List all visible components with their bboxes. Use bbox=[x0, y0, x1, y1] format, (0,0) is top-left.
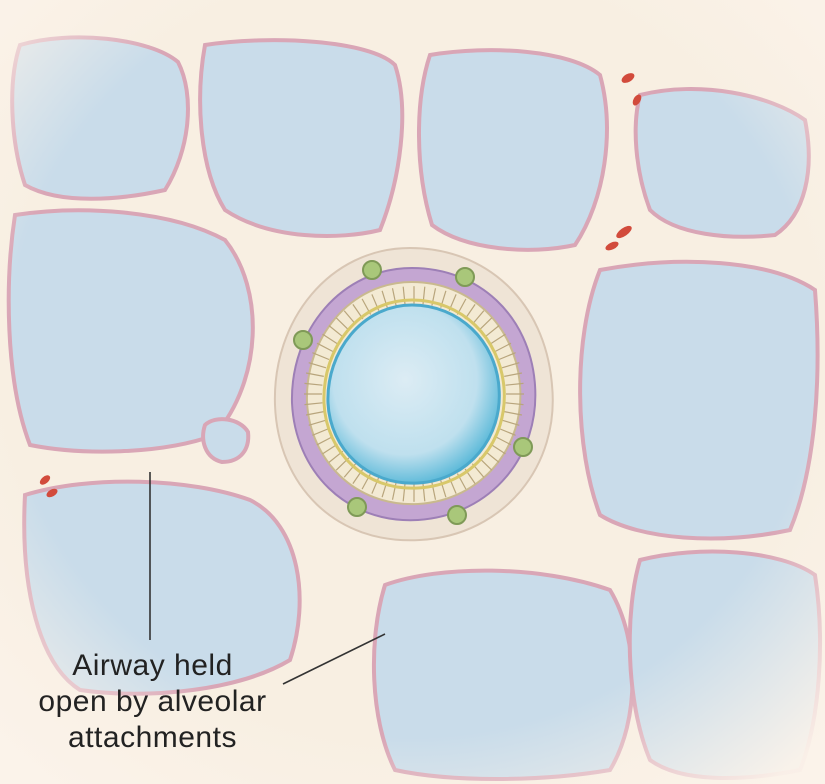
goblet-cell bbox=[456, 268, 474, 286]
caption-line-3: attachments bbox=[0, 720, 305, 756]
goblet-cell bbox=[348, 498, 366, 516]
goblet-cell bbox=[448, 506, 466, 524]
airway bbox=[275, 248, 553, 540]
goblet-cell bbox=[363, 261, 381, 279]
goblet-cell bbox=[514, 438, 532, 456]
goblet-cell bbox=[294, 331, 312, 349]
caption-line-2: open by alveolar bbox=[0, 684, 305, 720]
caption-line-1: Airway held bbox=[0, 648, 305, 684]
annotation-caption: Airway held open by alveolar attachments bbox=[0, 648, 305, 756]
airway-lumen bbox=[328, 305, 499, 483]
